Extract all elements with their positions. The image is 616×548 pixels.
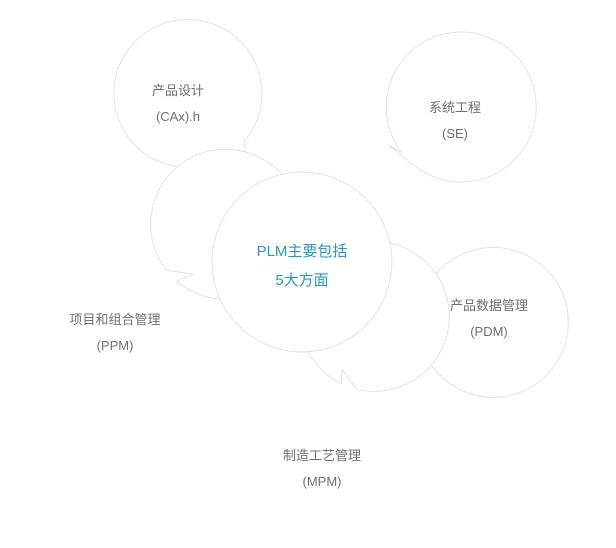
bubble-mpm-abbr: (MPM) xyxy=(302,474,342,489)
bubble-pdm-abbr: (PDM) xyxy=(470,324,508,339)
bubble-pdm-shape xyxy=(400,246,569,398)
bubble-ppm-abbr: (PPM) xyxy=(96,338,134,353)
center-circle xyxy=(211,171,393,353)
bubble-se-title: 系统工程 xyxy=(428,100,481,115)
bubble-cax-abbr: (CAx).h xyxy=(155,109,201,124)
center-label: PLM主要包括 5大方面 xyxy=(212,237,392,295)
bubble-pdm-label: 产品数据管理 (PDM) xyxy=(409,293,569,345)
bubble-se-abbr: (SE) xyxy=(442,126,468,141)
bubble-se-label: 系统工程 (SE) xyxy=(375,95,535,147)
bubble-mpm-title: 制造工艺管理 xyxy=(282,448,361,463)
bubble-ppm-title: 项目和组合管理 xyxy=(69,312,161,327)
center-label-line1: PLM主要包括 xyxy=(256,243,348,260)
bubble-cax-label: 产品设计 (CAx).h xyxy=(98,78,258,130)
bubble-mpm-label: 制造工艺管理 (MPM) xyxy=(242,443,402,495)
center-label-line2: 5大方面 xyxy=(275,272,329,289)
bubble-se-shape xyxy=(385,31,537,183)
bubble-ppm-label: 项目和组合管理 (PPM) xyxy=(35,307,195,359)
bubble-pdm-title: 产品数据管理 xyxy=(449,298,528,313)
bubble-cax-title: 产品设计 xyxy=(151,83,204,98)
